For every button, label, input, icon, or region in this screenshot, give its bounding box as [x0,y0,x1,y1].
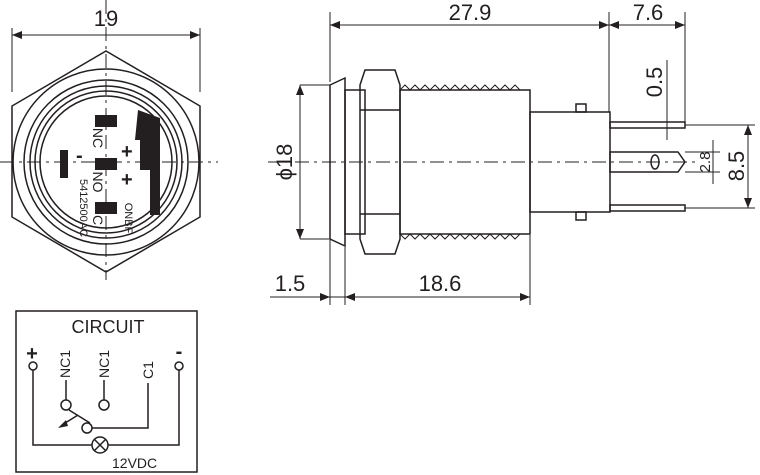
circuit-title: CIRCUIT [72,317,145,337]
terminal-label-1: NC1 [57,350,73,378]
dim-1-5: 1.5 [275,271,306,296]
terminal-middle [609,151,686,173]
terminal-label-3: C1 [140,361,156,379]
label-minus: - [76,145,83,167]
label-c: C [90,215,106,225]
dim-7-6: 7.6 [633,0,664,25]
lamp-icon [91,436,109,454]
dim-18-6: 18.6 [419,271,462,296]
label-plus-1: + [121,141,133,163]
dim-2-8: 2.8 [697,152,714,173]
terminal-label-2: NC1 [96,350,112,378]
bezel [329,76,346,248]
label-plus-2: + [121,169,133,191]
side-view: 27.9 7.6 0.5 ϕ18 2.8 8.5 1.5 18.6 [268,0,755,305]
dim-27-9: 27.9 [449,0,492,25]
dim-8-5: 8.5 [724,151,749,182]
terminal-bottom [609,204,686,212]
label-brand: ONBF [122,203,134,234]
terminal-top [609,121,686,129]
circuit-box [15,310,198,473]
dim-0-5: 0.5 [642,67,667,98]
label-nc: NC [90,128,106,148]
front-view: 19 NC NO C 5412500AC ONBF - + + [0,0,218,280]
dim-diameter-18: ϕ18 [272,144,297,181]
circuit-plus: + [26,343,38,365]
circuit-diagram: CIRCUIT + - NC1 NC1 C1 12VDC [15,310,198,473]
circuit-minus: - [176,341,183,363]
side-nut [359,69,401,255]
lamp-voltage: 12VDC [112,455,157,471]
label-part-code: 5412500AC [77,179,89,237]
label-no: NO [90,172,106,193]
